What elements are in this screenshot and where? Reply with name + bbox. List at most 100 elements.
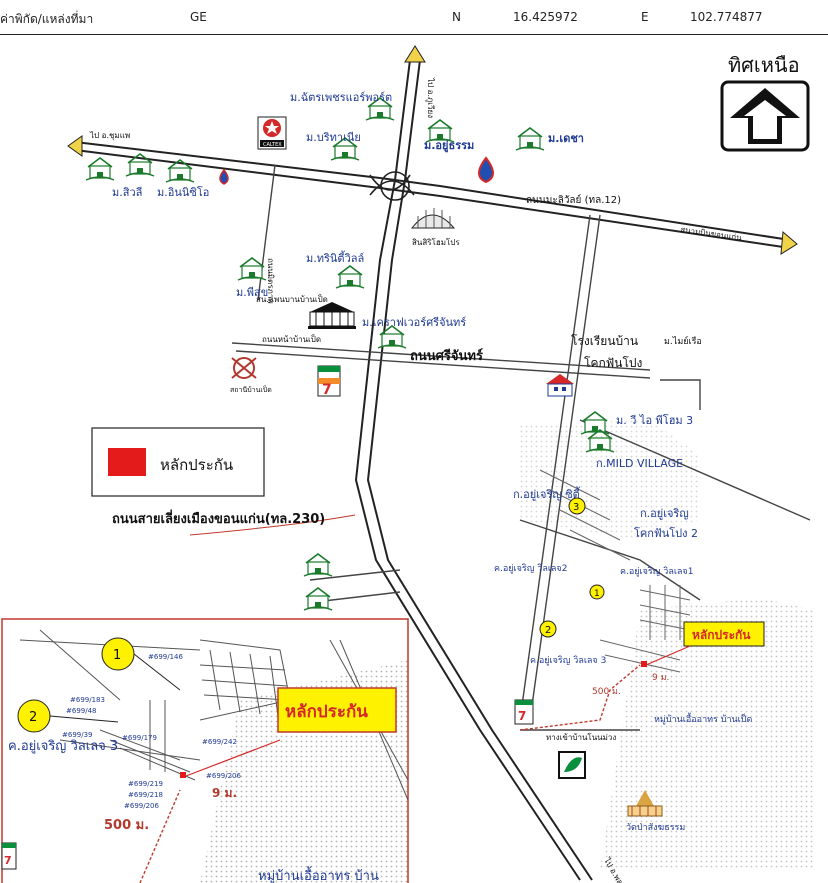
label-school-front: สน.แพนบานบ้านเป็ด: [256, 294, 328, 304]
label-eua-arthorn: หมู่บ้านเอื้ออาทร บ้านเป็ด: [654, 712, 752, 725]
inset-marker-1: 1: [113, 648, 121, 663]
label-yoothatham: ม.อยู่ธรรม: [424, 139, 474, 153]
lot-label: #699/146: [148, 653, 183, 661]
station-icon: [231, 357, 257, 379]
inset-dist-9: 9 ม.: [212, 786, 237, 800]
label-school: โรงเรียนบ้าน: [571, 334, 638, 348]
lat-value: 16.425972: [513, 10, 578, 24]
label-sivalee: ม.สิวลี: [112, 186, 142, 199]
inset-dist-500: 500 ม.: [104, 818, 149, 833]
label-yoocharoen-3: ค.อยู่เจริญ วิลเลจ 3: [530, 655, 606, 666]
marker-2: 2: [539, 620, 557, 638]
road-label-bypass: ถนนสายเลี่ยงเมืองขอนแก่น(ทล.230): [112, 509, 325, 527]
school-icon: [546, 374, 574, 397]
lon-label: E: [641, 10, 649, 24]
road-label-north: ไป อ.ภูเวียง: [425, 77, 435, 118]
road-label-small: ทางเข้าบ้านโนนม่วง: [546, 732, 616, 742]
lot-label: #699/39: [62, 731, 93, 739]
lot-label: #699/219: [128, 780, 163, 788]
mild-village-area: [520, 420, 700, 540]
label-yoocharoen-1: ค.อยู่เจริญ วิลเลจ1: [620, 566, 693, 577]
fuel-drop-small-icon: [219, 168, 229, 185]
label-yoocharoen-city: ก.อยู่เจริญ ซิตี้: [513, 486, 581, 501]
label-inter: ม.อินนิซิโอ: [157, 185, 209, 199]
label-school-2: โคกฟันโปง: [584, 356, 642, 370]
label-decha: ม.เดชา: [548, 132, 584, 145]
lot-label: #699/242: [202, 738, 237, 746]
coord-label: ค่าพิกัด/แหล่งที่มา: [0, 12, 94, 26]
label-station: สถานีบ้านเป็ด: [230, 385, 272, 394]
seven-eleven-icon: 7: [317, 365, 341, 398]
label-temple: วัดป่าสังฆธรรม: [626, 823, 685, 833]
lot-label: #699/48: [66, 707, 97, 715]
svg-text:7: 7: [518, 709, 526, 723]
lon-value: 102.774877: [690, 10, 763, 24]
north-label: ทิศเหนือ: [728, 53, 800, 77]
inset-collateral-label: หลักประกัน: [285, 702, 368, 722]
svg-text:7: 7: [322, 382, 332, 398]
leaf-logo-icon: [558, 751, 586, 779]
road-label-maliwan: ถนนมะลิวัลย์ (ทล.12): [526, 194, 621, 206]
lot-label: #699/218: [128, 791, 163, 799]
label-mild-village: ก.MILD VILLAGE: [596, 457, 683, 470]
road-label-sri-chan: ถนนศรีจันทร์: [410, 348, 483, 364]
caltex-icon: CALTEX: [257, 116, 287, 150]
label-vip-home: ม. วี ไอ พีโฮม 3: [616, 413, 693, 427]
house-icon: [377, 325, 407, 349]
svg-text:3: 3: [573, 502, 579, 513]
inset-seven-eleven-icon: 7: [1, 842, 17, 870]
collateral-dist-500: 500 ม.: [592, 687, 621, 697]
coord-source: GE: [190, 10, 207, 24]
label-britannia: ม.บริทาเนีย: [306, 131, 361, 144]
svg-text:หลักประกัน: หลักประกัน: [692, 628, 751, 642]
svg-text:CALTEX: CALTEX: [263, 142, 282, 148]
inset-marker-2: 2: [29, 710, 37, 725]
collateral-dist-9: 9 ม.: [652, 673, 669, 683]
label-trinity: ม.ทรินิตี้วิลล์: [306, 250, 364, 265]
seven-eleven-icon-2: 7: [514, 699, 534, 725]
location-map: ทิศเหนือ หลักประกัน CALTEX 7: [1, 45, 815, 883]
temple-icon: [627, 790, 663, 817]
house-icon: [303, 553, 333, 577]
road-label-west-road: ถนนมิตรภาพ: [266, 258, 275, 304]
marker-1: 1: [589, 584, 605, 600]
house-icon: [237, 257, 267, 281]
label-yoocharoen-kok-2: โคกฟันโปง 2: [634, 526, 698, 540]
lat-label: N: [452, 10, 461, 24]
marker-3: 3: [568, 497, 586, 515]
collateral-callout: หลักประกัน: [645, 621, 765, 666]
route-line: [519, 664, 641, 731]
label-phasook: ม.พีสุข: [236, 286, 268, 299]
road-north-south: [354, 59, 593, 881]
lot-label: #699/206: [124, 802, 159, 810]
interchange: [369, 171, 415, 201]
inset-map: 1 2 หลักประกัน ค.อยู่เจริญ วิลเลจ 3 500 …: [1, 618, 409, 883]
fuel-drop-icon: [478, 156, 494, 184]
label-yoocharoen-kok: ก.อยู่เจริญ: [640, 507, 689, 520]
arrow-north-icon: [404, 45, 426, 63]
label-homepro: สินสิริโฮมโปร: [412, 237, 460, 247]
legend-label: หลักประกัน: [160, 456, 233, 474]
house-icon: [303, 587, 333, 611]
house-icon: [335, 265, 365, 289]
house-icon: [515, 127, 545, 151]
house-icon: [85, 157, 115, 181]
inset-eua-label: หมู่บ้านเอื้ออาทร บ้าน: [258, 866, 379, 883]
bypass-leader: [189, 514, 356, 536]
road-main-horizontal: [74, 141, 791, 249]
legend-swatch: [108, 448, 146, 476]
svg-text:2: 2: [545, 625, 551, 636]
svg-text:7: 7: [4, 854, 12, 867]
label-yoocharoen-2: ค.อยู่เจริญ วิลเลจ2: [494, 563, 567, 574]
dome-building-icon: [410, 208, 456, 229]
label-chatree: ม.ฉัตรเพชรแอร์พอร์ต: [290, 91, 392, 104]
arrow-east-icon: [780, 230, 798, 255]
lot-label: #699/183: [70, 696, 105, 704]
road-label-west: ไป อ.ชุมแพ: [89, 131, 130, 140]
svg-text:1: 1: [594, 589, 600, 599]
arrow-west-icon: [67, 135, 83, 157]
label-crafe: ม.เคราฟเวอร์ศรีจันทร์: [362, 316, 466, 329]
coordinate-header: ค่าพิกัด/แหล่งที่มา GE N 16.425972 E 102…: [0, 0, 828, 35]
lot-label: #699/206: [206, 772, 241, 780]
inset-village-label: ค.อยู่เจริญ วิลเลจ 3: [8, 739, 118, 754]
